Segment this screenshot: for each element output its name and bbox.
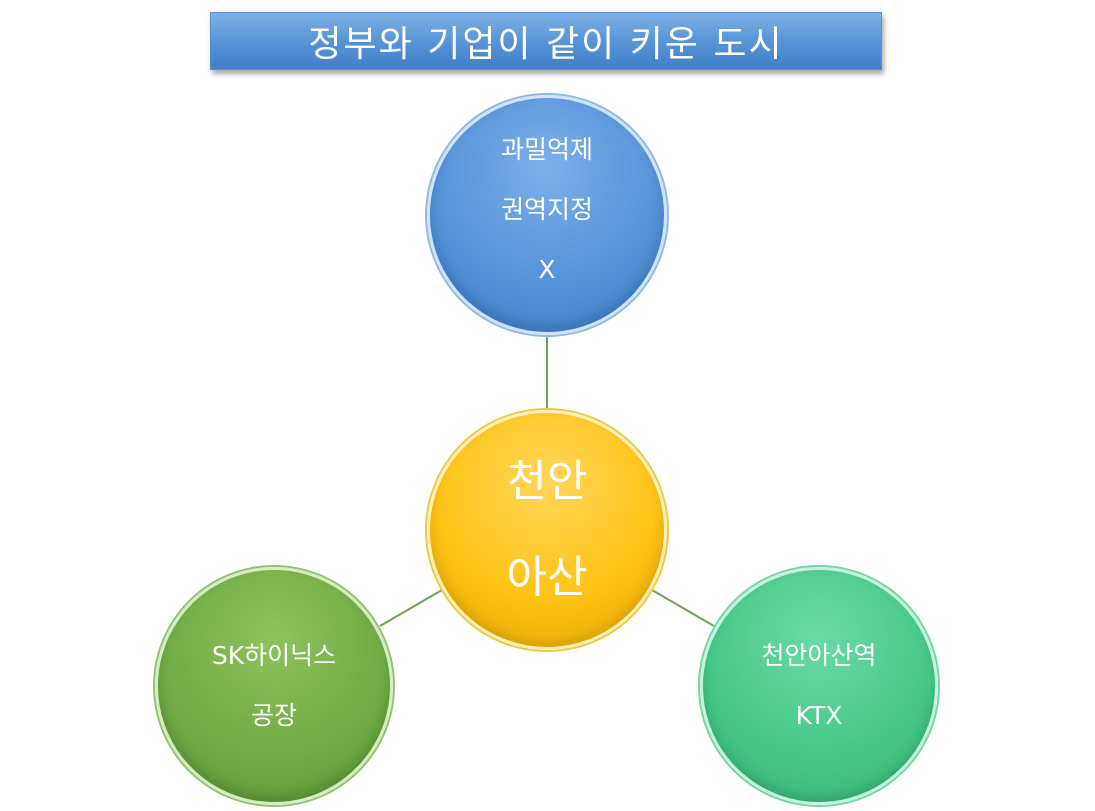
connector-bottom-left xyxy=(379,589,443,627)
node-top-line-1: 과밀억제 xyxy=(500,135,593,164)
node-center-text: 천안 아산 xyxy=(507,434,588,626)
node-bottom-left-line-1: SK하이닉스 xyxy=(211,641,337,670)
node-bottom-left-text: SK하이닉스 공장 xyxy=(212,626,336,746)
connector-bottom-right xyxy=(651,589,715,627)
title-banner: 정부와 기업이 같이 키운 도시 xyxy=(210,12,882,70)
node-bottom-right: 천안아산역 KTX xyxy=(700,567,938,805)
node-bottom-right-text: 천안아산역 KTX xyxy=(761,626,876,746)
node-center-line-1: 천안 xyxy=(506,456,588,507)
node-center: 천안 아산 xyxy=(427,410,667,650)
node-top-line-3: X xyxy=(538,255,556,284)
node-center-line-2: 아산 xyxy=(506,552,588,603)
node-bottom-right-line-2: KTX xyxy=(795,701,843,730)
node-bottom-right-line-1: 천안아산역 xyxy=(761,641,877,670)
node-top-line-2: 권역지정 xyxy=(500,195,593,224)
node-top-text: 과밀억제 권역지정 X xyxy=(501,120,593,300)
node-top: 과밀억제 권역지정 X xyxy=(427,95,667,335)
diagram-title: 정부와 기업이 같이 키운 도시 xyxy=(308,24,784,65)
node-bottom-left-line-2: 공장 xyxy=(250,701,297,730)
node-bottom-left: SK하이닉스 공장 xyxy=(155,567,393,805)
